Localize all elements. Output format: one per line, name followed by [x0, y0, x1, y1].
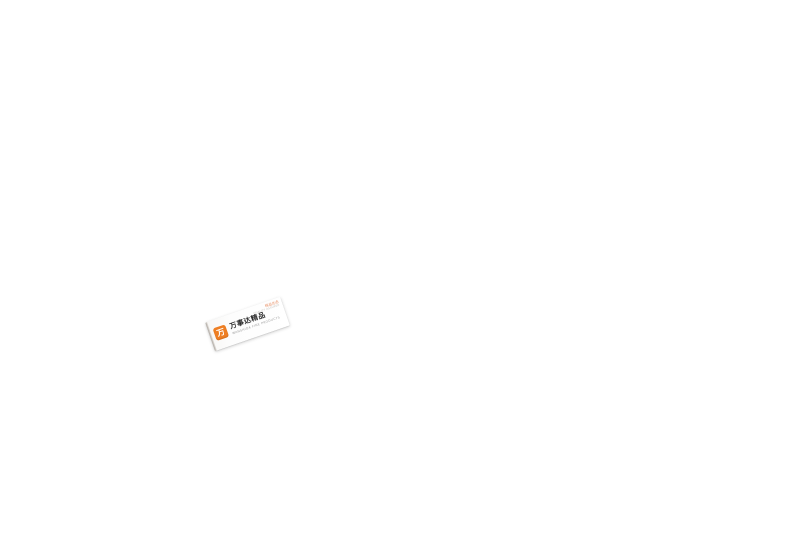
- card-fine-print: 精品优选 QUALITY ASSURED: [252, 300, 280, 316]
- brand-card[interactable]: 万 万事达精品 WANSHIDA FINE PRODUCTS 精品优选 QUAL…: [205, 296, 290, 352]
- brand-logo-icon: 万: [212, 324, 230, 341]
- brand-logo-glyph: 万: [215, 327, 227, 339]
